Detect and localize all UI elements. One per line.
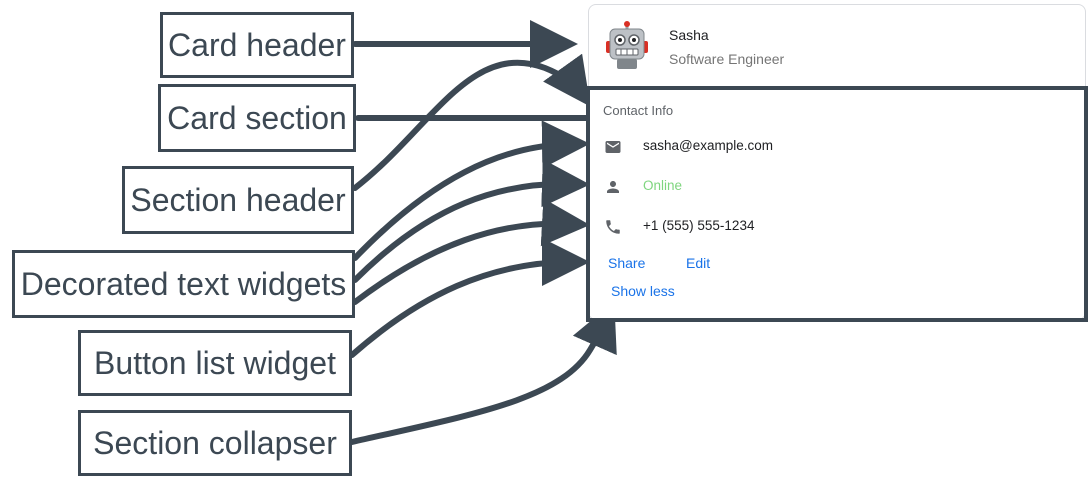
label-card-section: Card section — [158, 84, 356, 152]
arrow-button-list — [349, 238, 590, 358]
label-section-collapser: Section collapser — [78, 410, 352, 476]
email-text: sasha@example.com — [643, 138, 774, 153]
label-button-list-widget: Button list widget — [78, 330, 352, 396]
arrow-section-collapser — [349, 301, 617, 445]
label-decorated-text-widgets: Decorated text widgets — [12, 250, 355, 318]
arrow-decorated-3 — [352, 198, 590, 305]
phone-icon — [606, 220, 620, 234]
arrow-decorated-1 — [352, 120, 590, 261]
card-title: Sasha — [669, 27, 709, 43]
arrow-section-header — [352, 53, 591, 191]
card-header: Sasha Software Engineer — [589, 5, 1085, 83]
arrow-decorated-2 — [352, 159, 590, 283]
label-section-header: Section header — [122, 166, 354, 234]
person-icon — [607, 181, 619, 193]
share-button[interactable]: Share — [608, 255, 646, 271]
phone-text: +1 (555) 555-1234 — [643, 218, 755, 233]
card-section — [586, 86, 1088, 322]
status-text: Online — [643, 178, 683, 193]
robot-icon — [606, 21, 648, 69]
edit-button[interactable]: Edit — [686, 255, 711, 271]
email-icon — [605, 141, 621, 153]
card-subtitle: Software Engineer — [669, 51, 785, 67]
label-card-header: Card header — [160, 12, 354, 78]
card: Sasha Software Engineer — [588, 4, 1086, 320]
section-header: Contact Info — [603, 103, 674, 118]
show-less-button[interactable]: Show less — [611, 283, 675, 299]
